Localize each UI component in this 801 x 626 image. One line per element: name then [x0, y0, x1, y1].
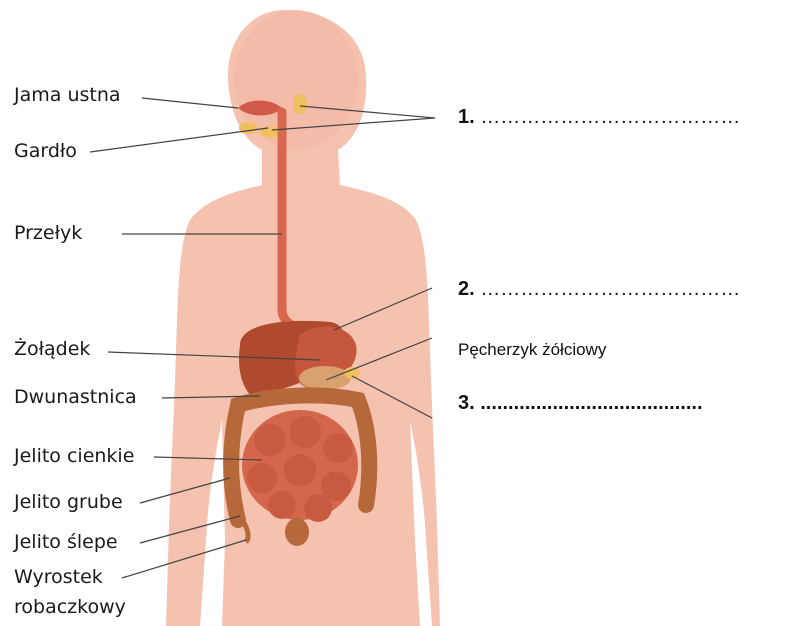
label-pecherzyk-zolciowy: Pęcherzyk żółciowy [458, 340, 606, 360]
gallbladder [299, 366, 351, 390]
label-jelito-grube: Jelito grube [14, 491, 123, 513]
label-przelyk: Przełyk [14, 222, 82, 244]
blank-1-dots: ………………………………… [480, 106, 740, 128]
label-zoladek: Żołądek [14, 338, 90, 360]
label-jelito-cienkie: Jelito cienkie [14, 445, 134, 467]
blank-1: 1. ………………………………… [458, 106, 740, 129]
salivary-gland-lower-2 [260, 126, 280, 138]
label-wyrostek: Wyrostek [14, 566, 103, 588]
pancreas [344, 367, 360, 379]
label-robaczkowy: robaczkowy [14, 596, 126, 618]
label-jelito-slepe: Jelito ślepe [14, 531, 118, 553]
blank-3-number: 3. [458, 392, 475, 414]
salivary-gland-lower-1 [239, 122, 257, 134]
leader-gardlo [90, 128, 268, 152]
blank-3: 3. .....................................… [458, 392, 703, 415]
label-jama-ustna: Jama ustna [14, 84, 121, 106]
label-gardlo: Gardło [14, 140, 77, 162]
blank-1-number: 1. [458, 106, 475, 128]
blank-2-dots: ………………………………… [480, 278, 740, 300]
salivary-gland-top [293, 94, 307, 114]
blank-2: 2. ………………………………… [458, 278, 740, 301]
label-dwunastnica: Dwunastnica [14, 386, 137, 408]
leader-jama-ustna [142, 98, 238, 108]
blank-2-number: 2. [458, 278, 475, 300]
blank-3-dots: ........................................ [480, 392, 702, 414]
rectum [285, 518, 309, 546]
